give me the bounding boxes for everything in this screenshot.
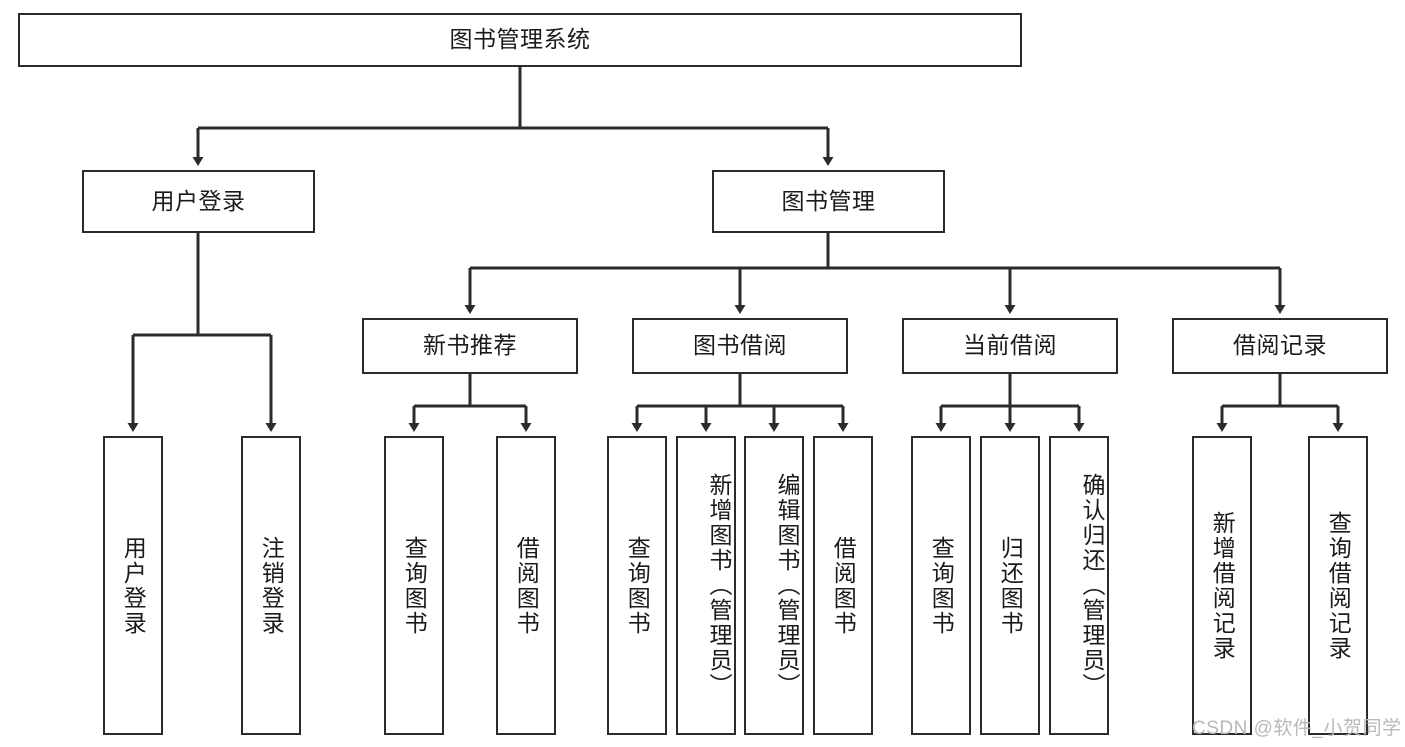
leaf-current-borrow-confirm-return-admin[interactable]: 确认归还（管理员） [1049, 436, 1109, 735]
node-borrow-record[interactable]: 借阅记录 [1172, 318, 1388, 374]
leaf-new-book-query-book[interactable]: 查询图书 [384, 436, 444, 735]
node-book-management[interactable]: 图书管理 [712, 170, 945, 233]
leaf-book-borrow-add-book-admin[interactable]: 新增图书（管理员） [676, 436, 736, 735]
leaf-current-borrow-return-book[interactable]: 归还图书 [980, 436, 1040, 735]
leaf-user-login-logout[interactable]: 注销登录 [241, 436, 301, 735]
leaf-borrow-record-add-record[interactable]: 新增借阅记录 [1192, 436, 1252, 735]
leaf-book-borrow-edit-book-admin[interactable]: 编辑图书（管理员） [744, 436, 804, 735]
node-book-borrow[interactable]: 图书借阅 [632, 318, 848, 374]
leaf-borrow-record-query-record[interactable]: 查询借阅记录 [1308, 436, 1368, 735]
leaf-new-book-borrow-book[interactable]: 借阅图书 [496, 436, 556, 735]
csdn-watermark: CSDN @软件_小贺同学 [1192, 718, 1402, 739]
leaf-book-borrow-borrow-book[interactable]: 借阅图书 [813, 436, 873, 735]
node-current-borrow[interactable]: 当前借阅 [902, 318, 1118, 374]
node-new-book-recommend[interactable]: 新书推荐 [362, 318, 578, 374]
leaf-book-borrow-query-book[interactable]: 查询图书 [607, 436, 667, 735]
leaf-current-borrow-query-book[interactable]: 查询图书 [911, 436, 971, 735]
leaf-user-login-login[interactable]: 用户登录 [103, 436, 163, 735]
node-user-login[interactable]: 用户登录 [82, 170, 315, 233]
node-root-book-management-system[interactable]: 图书管理系统 [18, 13, 1022, 67]
